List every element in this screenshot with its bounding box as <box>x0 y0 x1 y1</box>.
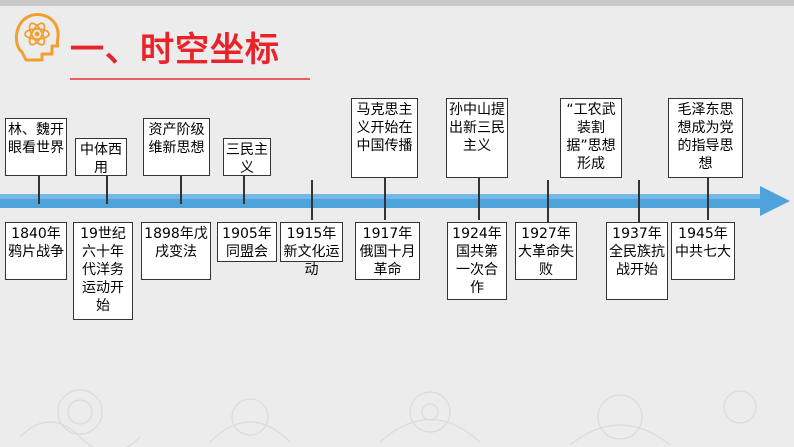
atom-head-icon <box>15 13 60 62</box>
lower-event-text: 1937年全民族抗战开始 <box>609 226 665 278</box>
upper-event-box: 孙中山提出新三民主义 <box>446 98 508 178</box>
upper-event-box: 毛泽东思想成为党的指导思想 <box>668 98 743 178</box>
lower-event-text: 1917年俄国十月革命 <box>359 226 416 278</box>
timeline-tick <box>547 180 549 222</box>
upper-event-box: 中体西用 <box>75 138 127 176</box>
upper-event-text: 孙中山提出新三民主义 <box>449 102 505 154</box>
upper-event-box: “工农武装割据”思想形成 <box>560 98 622 178</box>
title-underline <box>70 78 310 80</box>
timeline-tick <box>38 168 40 204</box>
top-bar <box>0 0 794 6</box>
lower-event-box: 1898年戊戌变法 <box>141 222 211 280</box>
upper-event-text: 林、魏开眼看世界 <box>8 122 64 156</box>
background-decoration <box>19 389 757 447</box>
upper-event-text: 三民主义 <box>226 142 268 176</box>
lower-event-box: 1840年鸦片战争 <box>5 222 67 280</box>
lower-event-box: 1927年大革命失败 <box>515 222 577 280</box>
timeline-tick <box>243 168 245 204</box>
timeline-tick <box>311 180 313 220</box>
page-title: 一、时空坐标 <box>70 30 280 70</box>
upper-event-box: 马克思主义开始在中国传播 <box>351 98 418 178</box>
timeline-tick <box>478 170 480 220</box>
lower-event-box: 1915年新文化运动 <box>280 222 343 278</box>
upper-event-box: 三民主义 <box>223 138 271 176</box>
lower-event-box: 1917年俄国十月革命 <box>355 222 420 280</box>
lower-event-text: 19世纪六十年代洋务运动开始 <box>80 226 126 314</box>
upper-event-text: “工农武装割据”思想形成 <box>566 102 616 172</box>
timeline-tick <box>106 168 108 204</box>
lower-event-box: 19世纪六十年代洋务运动开始 <box>73 222 133 320</box>
upper-event-text: 资产阶级维新思想 <box>148 122 205 156</box>
upper-event-text: 中体西用 <box>80 142 122 176</box>
lower-event-text: 1905年同盟会 <box>222 226 272 260</box>
upper-event-text: 马克思主义开始在中国传播 <box>356 102 413 154</box>
lower-event-box: 1905年同盟会 <box>217 222 277 262</box>
lower-event-text: 1927年大革命失败 <box>518 226 574 278</box>
lower-event-box: 1924年国共第一次合作 <box>447 222 507 300</box>
timeline-tick <box>707 172 709 220</box>
timeline-arrow <box>0 186 790 216</box>
lower-event-text: 1898年戊戌变法 <box>144 226 208 260</box>
lower-event-text: 1915年新文化运动 <box>283 226 340 278</box>
timeline-tick <box>384 170 386 220</box>
timeline-tick <box>180 168 182 204</box>
title-area: 一、时空坐标 <box>70 28 280 78</box>
lower-event-box: 1937年全民族抗战开始 <box>606 222 668 300</box>
upper-event-box: 林、魏开眼看世界 <box>5 118 67 176</box>
upper-event-text: 毛泽东思想成为党的指导思想 <box>677 102 734 172</box>
upper-event-box: 资产阶级维新思想 <box>143 118 210 176</box>
lower-event-text: 1840年鸦片战争 <box>8 226 64 260</box>
lower-event-text: 1924年国共第一次合作 <box>452 226 502 296</box>
lower-event-text: 1945年中共七大 <box>675 226 731 260</box>
timeline-tick <box>638 180 640 222</box>
lower-event-box: 1945年中共七大 <box>671 222 735 280</box>
